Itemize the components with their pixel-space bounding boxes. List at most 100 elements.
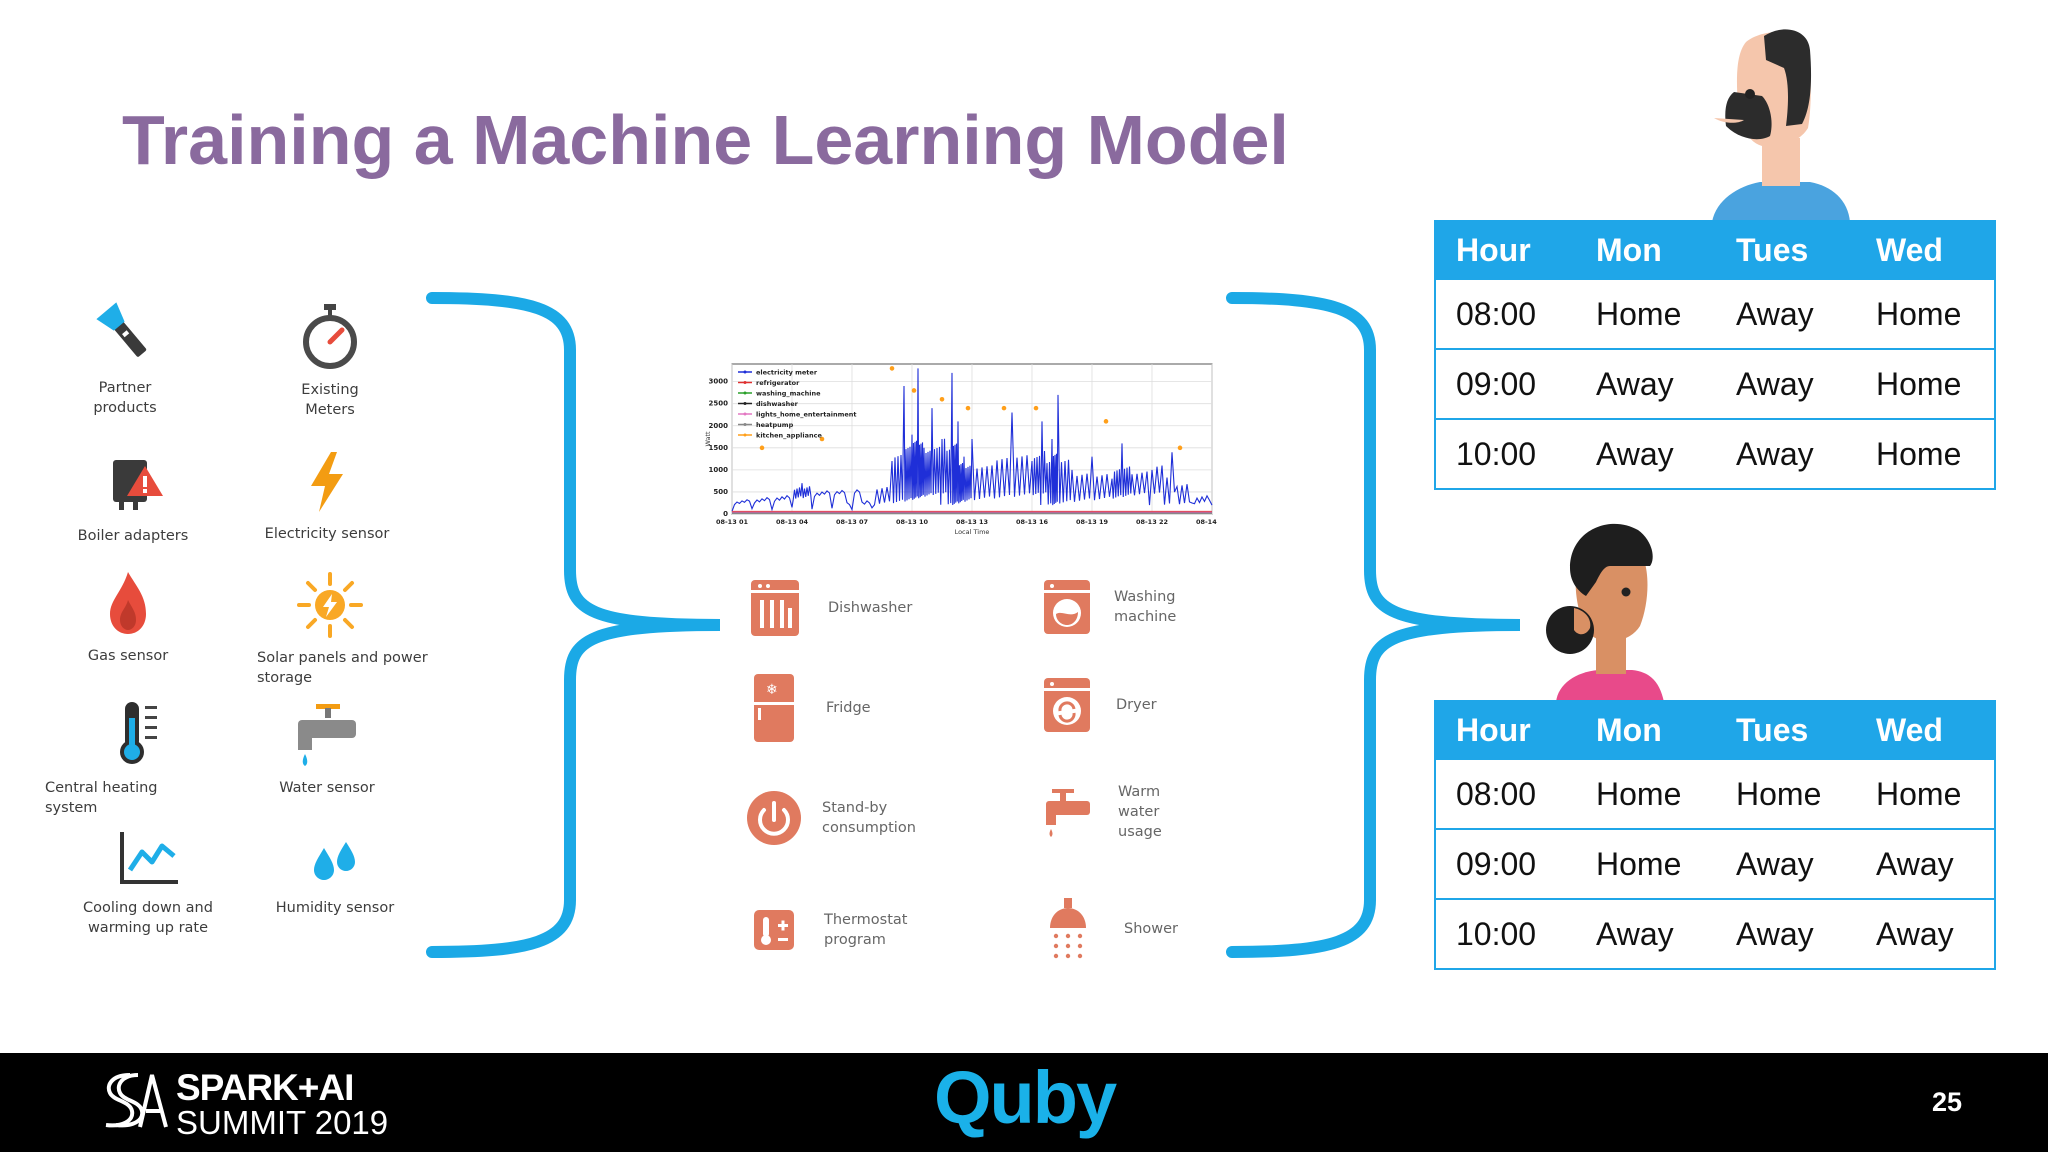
sensor-cooling-down: Cooling down and warming up rate (53, 810, 243, 938)
table-cell: Away (1576, 418, 1716, 489)
legend-marker (743, 433, 747, 437)
table-cell: Home (1716, 758, 1856, 829)
column-header: Hour (1435, 221, 1576, 279)
faucet-icon (232, 690, 422, 768)
appliance-warm-water: Warm water usage (1042, 782, 1162, 842)
sensor-label: Central heating system (45, 780, 158, 816)
y-tick-label: 2000 (709, 422, 729, 430)
page-number: 25 (1931, 1087, 1962, 1117)
table-cell: Home (1856, 418, 1995, 489)
line-graph-icon (53, 810, 243, 888)
slide-title: Training a Machine Learning Model (122, 101, 1289, 179)
sensor-partner-products: Partner products (30, 290, 220, 418)
sensor-label: Solar panels and power storage (257, 650, 428, 686)
chart-point (1033, 405, 1039, 411)
chart-point (1177, 445, 1183, 451)
appliance-label: Washing machine (1114, 589, 1177, 625)
sensor-label: Gas sensor (87, 648, 169, 664)
column-header: Tues (1716, 701, 1856, 759)
chart-series-line (731, 368, 1213, 512)
appliance-washing-machine: Washing machine (1042, 578, 1176, 636)
sensor-label: Partner products (93, 380, 157, 416)
fridge-icon: ❄ (754, 674, 794, 742)
chart-point (1001, 405, 1007, 411)
appliance-dryer: Dryer (1042, 676, 1157, 734)
table-cell: Home (1856, 348, 1995, 419)
right-brace (1226, 292, 1521, 958)
x-tick-label: 08-14 01 (1196, 518, 1218, 526)
sensor-existing-meters: Existing Meters (235, 292, 425, 420)
table-cell: 08:00 (1435, 758, 1576, 829)
table-cell: Away (1716, 418, 1856, 489)
x-axis-label: Local Time (955, 528, 990, 536)
legend-label: refrigerator (756, 379, 800, 387)
table-cell: 10:00 (1435, 418, 1576, 489)
chart-point (759, 445, 765, 451)
chart-point (889, 366, 895, 371)
flashlight-icon (30, 290, 220, 368)
sensor-central-heating: Central heating system (45, 690, 235, 818)
y-tick-label: 1500 (709, 444, 729, 452)
sensor-label: Existing Meters (301, 382, 359, 418)
sensor-label: Boiler adapters (77, 528, 189, 544)
man-avatar (1712, 29, 1850, 222)
x-tick-label: 08-13 01 (716, 518, 749, 526)
footer-bar: SPARK+AI SUMMIT 2019 Quby 25 (0, 1053, 2048, 1152)
sun-icon (257, 560, 447, 638)
appliance-standby: Stand-by consumption (746, 790, 916, 846)
table-row: 10:00 Away Away Away (1435, 898, 1995, 969)
lightning-icon (232, 436, 422, 514)
appliance-label: Dishwasher (828, 600, 913, 616)
table-cell: Away (1716, 898, 1856, 969)
chart-point (1103, 419, 1109, 424)
table-header-row: Hour Mon Tues Wed (1435, 221, 1995, 279)
table-header-row: Hour Mon Tues Wed (1435, 701, 1995, 759)
summit-title: SPARK+AI (176, 1067, 354, 1108)
legend-label: kitchen_appliance (756, 432, 822, 440)
table-row: 09:00 Away Away Home (1435, 348, 1995, 419)
y-tick-label: 500 (713, 488, 728, 496)
legend-marker (743, 402, 747, 405)
chart-point (939, 396, 945, 402)
appliance-label: Warm water usage (1118, 784, 1162, 840)
table-cell: Home (1856, 278, 1995, 349)
stopwatch-icon (235, 292, 425, 370)
column-header: Hour (1435, 701, 1576, 759)
x-tick-label: 08-13 13 (956, 518, 988, 526)
dishwasher-icon (751, 580, 799, 636)
legend-marker (743, 423, 747, 426)
table-cell: Home (1576, 828, 1716, 899)
sensor-gas: Gas sensor (33, 558, 223, 666)
sensor-label: Water sensor (279, 780, 375, 796)
column-header: Wed (1856, 701, 1995, 759)
legend-label: heatpump (756, 421, 794, 429)
legend-label: electricity meter (756, 369, 818, 377)
legend-marker (743, 381, 747, 384)
sensor-label: Electricity sensor (264, 526, 390, 542)
x-tick-label: 08-13 22 (1136, 518, 1168, 526)
appliance-label: Fridge (826, 700, 871, 716)
table-row: 09:00 Home Away Away (1435, 828, 1995, 899)
y-axis-label: Watt (704, 431, 712, 447)
woman-avatar (1546, 523, 1664, 702)
table-cell: Home (1576, 758, 1716, 829)
sensor-solar-panels: Solar panels and power storage (257, 560, 447, 688)
appliance-dishwasher: Dishwasher (748, 578, 912, 638)
appliance-thermostat: Thermostat program (752, 908, 907, 952)
boiler-warning-icon (38, 438, 228, 516)
svg-text:❄: ❄ (766, 682, 778, 698)
appliance-fridge: ❄ Fridge (752, 672, 871, 744)
sensor-electricity: Electricity sensor (232, 436, 422, 544)
tap-icon (1046, 789, 1090, 837)
spark-ai-summit-logo (105, 1073, 168, 1128)
table-row: 08:00 Home Away Home (1435, 278, 1995, 349)
chart-point (819, 436, 825, 442)
table-cell: Away (1856, 828, 1995, 899)
legend-marker (743, 412, 747, 416)
appliance-label: Thermostat program (824, 912, 908, 948)
column-header: Mon (1576, 221, 1716, 279)
appliance-shower: Shower (1046, 896, 1178, 962)
thermostat-icon (754, 910, 794, 950)
